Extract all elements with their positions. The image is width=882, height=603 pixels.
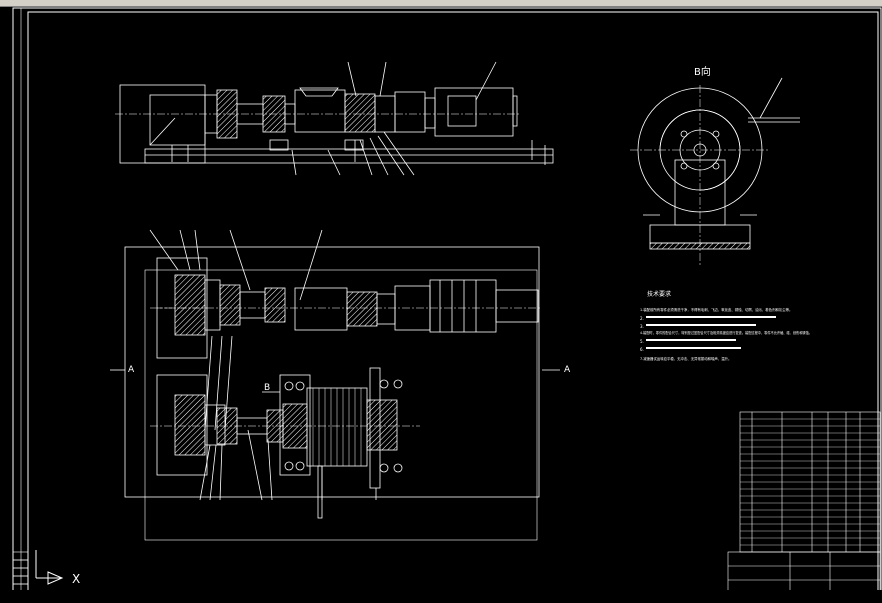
- tech-req-title: 技术要求: [647, 290, 671, 298]
- front-view[interactable]: [115, 61, 554, 176]
- binding-strip: [12, 551, 29, 593]
- title-block: [727, 411, 881, 597]
- outer-border: [12, 7, 882, 599]
- tech-requirements: 技术要求 1.装配前所有零件必须清洗干净，不得有毛刺、飞边、氧化皮、锈蚀、切屑、…: [640, 290, 812, 361]
- view-b-label: B向: [694, 65, 711, 78]
- tech-req-line-2: 2.: [640, 316, 644, 321]
- toolbar-strip: [0, 0, 882, 7]
- arrow-b-label: B: [264, 383, 270, 393]
- tech-req-line-5: 5.: [640, 339, 644, 344]
- tech-req-line-1: 1.装配前所有零件必须清洗干净，不得有毛刺、飞边、氧化皮、锈蚀、切屑、油污、着色…: [640, 307, 792, 312]
- tech-req-line-3: 3.: [640, 324, 644, 329]
- section-a-right-label: A: [564, 365, 571, 375]
- ucs-x-label: X: [72, 572, 80, 586]
- command-line[interactable]: [0, 590, 882, 603]
- plan-view[interactable]: [110, 229, 560, 541]
- ucs-icon[interactable]: [35, 550, 64, 585]
- tech-req-line-4: 4.装配时，零件的配合尺寸，特别是过盈配合尺寸及相关精度应进行复查。装配过程中，…: [640, 330, 812, 335]
- b-view[interactable]: [630, 77, 800, 265]
- inner-border: [27, 11, 879, 597]
- tech-req-line-6: 6.: [640, 347, 644, 352]
- tech-req-line-7: 7.减速器试运转应平稳，无冲击、无异常振动和噪声，温升。: [640, 356, 731, 361]
- command-line-text: [0, 591, 4, 601]
- section-a-left-label: A: [128, 365, 135, 375]
